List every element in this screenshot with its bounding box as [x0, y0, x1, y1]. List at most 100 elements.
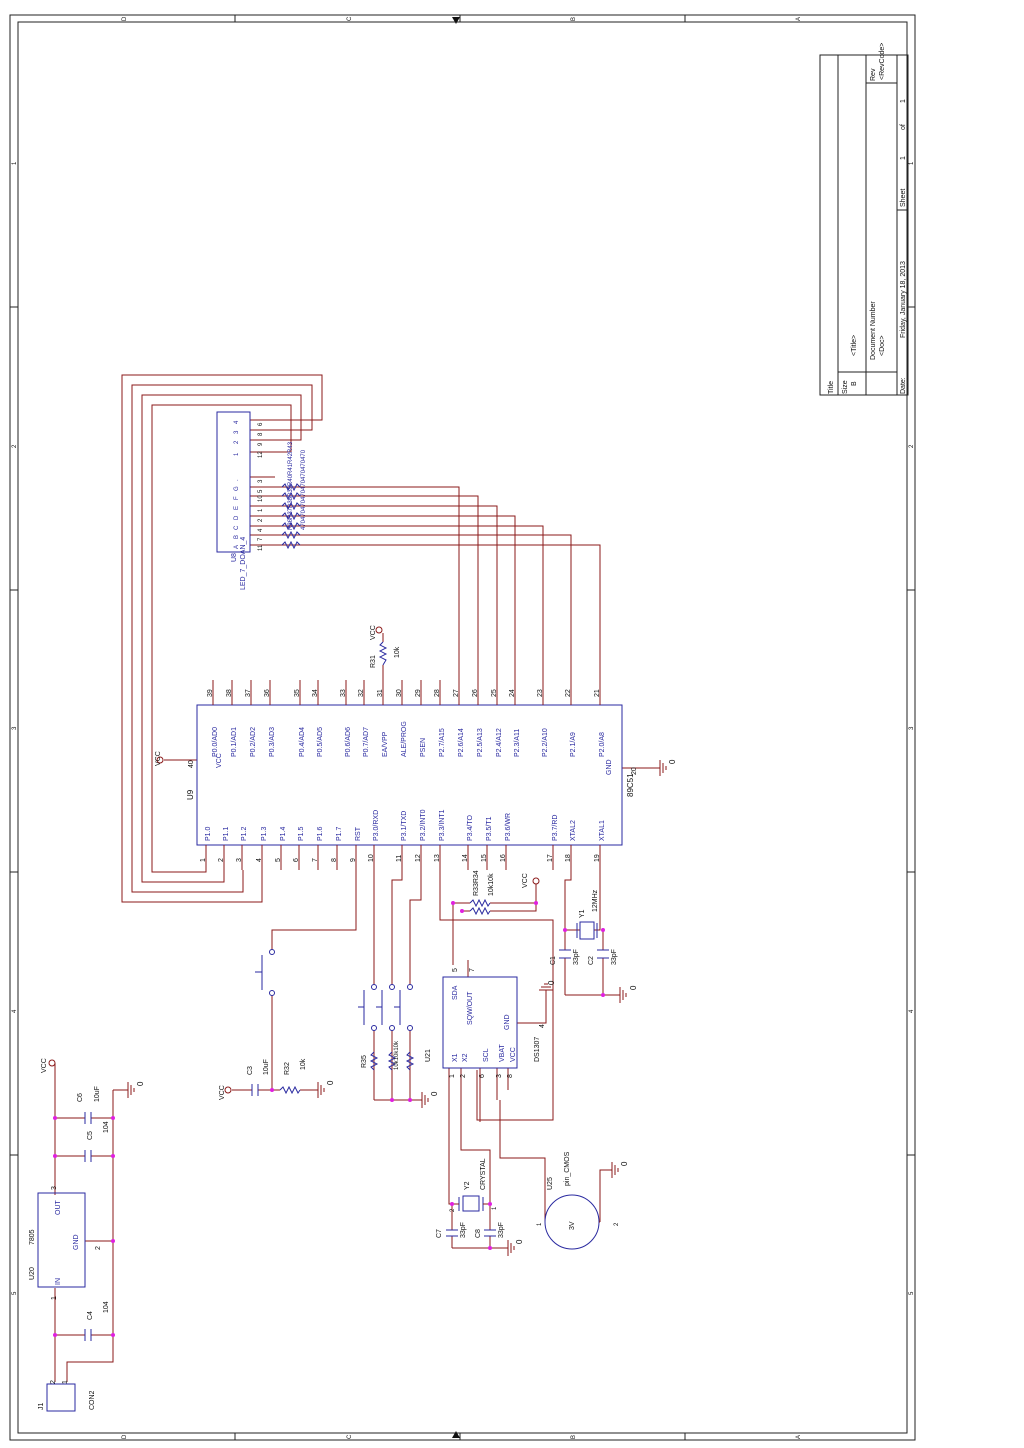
date-label: Date: [900, 377, 907, 394]
pin-number: 14 [462, 854, 469, 862]
pin-number: 38 [226, 689, 233, 697]
pin-number: 34 [312, 689, 319, 697]
zone-row-label: 1 [909, 161, 915, 165]
pin-label: C [234, 525, 240, 530]
r35-ref: R35 [361, 1055, 368, 1068]
c5-ref: C5 [87, 1131, 94, 1140]
pin-label: GND [504, 1014, 511, 1030]
pin-label: P0.6/AD6 [345, 727, 352, 757]
zone-row-label: 5 [12, 1291, 18, 1295]
pin-label: P2.6/A14 [458, 728, 465, 757]
pin-label: P1.6 [317, 826, 324, 841]
i2c-pullups: R33R34 10k10k VCC [451, 870, 540, 916]
zone-row-label: 2 [909, 444, 915, 448]
xtal-gnd: 0 [629, 985, 638, 990]
ground-icon [507, 1240, 515, 1256]
push-button[interactable] [394, 984, 415, 1071]
c8-ref: C8 [475, 1229, 482, 1238]
junction-dot [53, 1116, 57, 1120]
title-value: <Title> [851, 335, 858, 356]
j1-pin2: 2 [50, 1380, 57, 1384]
pin-number: 6 [258, 422, 264, 426]
pin-number: 28 [434, 689, 441, 697]
r31-resistor: VCC R31 10k [370, 625, 401, 668]
resistor-icon [281, 491, 301, 501]
title-block: Title <Title> Size B Document Number <Do… [819, 43, 909, 396]
r33-r34-value: 10k10k [488, 873, 495, 896]
reset-vcc: VCC [219, 1085, 226, 1100]
zone-row-label: 1 [12, 161, 18, 165]
resistor-icon [405, 1051, 415, 1071]
ds1307-gnd-net: 0 [547, 980, 556, 985]
u20-gnd-label: GND [73, 1234, 80, 1250]
pin-label: X2 [462, 1053, 469, 1062]
u8-part: LED_7_DOAN_4 [240, 537, 247, 590]
junction-dot [111, 1239, 115, 1243]
pin-label: B [234, 535, 240, 539]
y2-gnd: 0 [515, 1239, 524, 1244]
j1-ref: J1 [38, 1403, 45, 1411]
pin-number: 1 [200, 858, 207, 862]
pin-label: P3.4/TO [467, 815, 474, 841]
y1-value: 12MHz [592, 889, 599, 912]
push-button[interactable] [376, 984, 397, 1071]
u9-pin: 1P1.0 [200, 826, 212, 870]
u20-out-label: OUT [55, 1200, 62, 1216]
pin-number: 24 [509, 689, 516, 697]
junction-dot [111, 1116, 115, 1120]
pin-number: 36 [264, 689, 271, 697]
y1-ref: Y1 [579, 909, 586, 918]
pin-label: P2.7/A15 [439, 728, 446, 757]
pin-label: SDA [452, 985, 459, 1000]
push-buttons: R35 10k10k10k U21 0 [358, 984, 439, 1108]
u9-microcontroller: 39P0.0/AD038P0.1/AD137P0.2/AD236P0.3/AD3… [155, 680, 677, 870]
pin-label: 4 [234, 420, 240, 424]
pin-label: VBAT [499, 1044, 506, 1062]
sheet-label: Sheet [900, 189, 907, 207]
c1-value: 33pF [573, 949, 580, 965]
c4-value: 104 [103, 1301, 110, 1313]
zone-row-label: 3 [12, 726, 18, 730]
push-button[interactable] [358, 984, 379, 1071]
pin-number: 26 [472, 689, 479, 697]
u9-pin: 6P1.5 [293, 826, 305, 870]
pin-label: XTAL1 [599, 820, 606, 841]
pin-number: 3 [258, 479, 264, 483]
u9-pin: 2P1.1 [218, 826, 230, 870]
pin-label: A [234, 545, 240, 549]
pin-number: 1 [258, 508, 264, 512]
c3-ref: C3 [247, 1066, 254, 1075]
resistor-icon [281, 511, 301, 521]
pin-number: 27 [453, 689, 460, 697]
crystal-y1: Y1 12MHz C1 33pF C2 33pF 0 [550, 889, 638, 1003]
pin-label: P0.4/AD4 [299, 727, 306, 757]
pin-label: P3.3/INT1 [439, 809, 446, 841]
u9-gnd-net: 0 [668, 759, 677, 764]
pin-number: 8 [507, 1074, 514, 1078]
battery-pin2: 2 [614, 1222, 620, 1226]
junction-dot [53, 1333, 57, 1337]
u20-gnd-pin: 2 [95, 1246, 102, 1250]
pin-number: 9 [258, 442, 264, 446]
ground-icon [539, 983, 553, 991]
y2-value: CRYSTAL [480, 1158, 487, 1190]
ds1307-part: DS1307 [534, 1037, 541, 1062]
zone-row-label: 5 [909, 1291, 915, 1295]
c4-ref: C4 [87, 1311, 94, 1320]
size-label: Size [842, 380, 849, 394]
ground-icon [611, 1162, 619, 1178]
pin-label: D [234, 515, 240, 520]
